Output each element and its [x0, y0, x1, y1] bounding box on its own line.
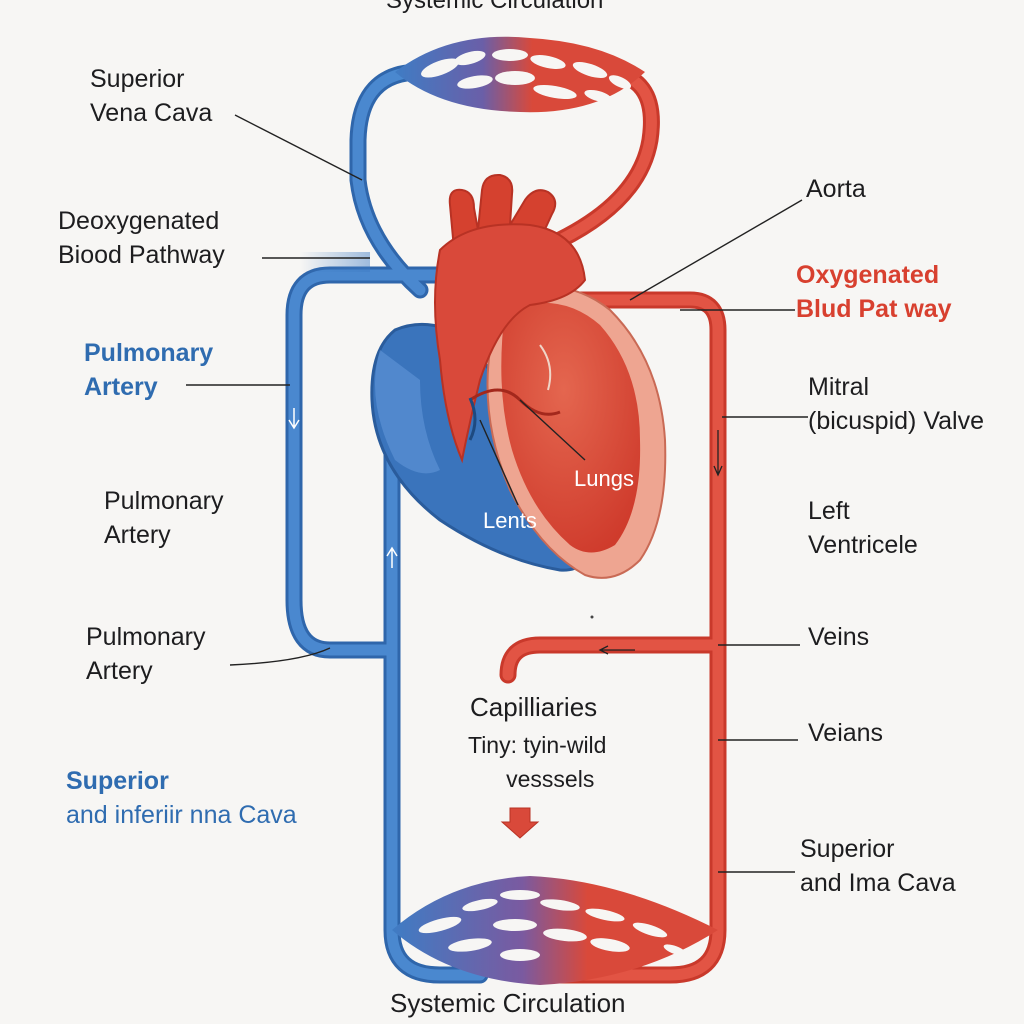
down-arrow-icon-right	[713, 430, 723, 477]
left-ventricle-chamber	[501, 302, 641, 553]
label-lungs: Lungs	[574, 466, 634, 491]
down-arrow-icon	[288, 408, 300, 430]
label-pulmonary-artery-3: Pulmonary Artery	[86, 623, 206, 685]
label-left-ventricle: Left Ventricele	[808, 497, 918, 559]
left-arrow-icon	[598, 645, 635, 655]
up-arrow-icon	[386, 546, 398, 568]
label-capillaries-title: Capilliaries	[470, 692, 598, 722]
label-superior-ima-cava: Superior and Ima Cava	[800, 835, 956, 897]
leader-lines	[186, 114, 808, 873]
label-superior-vena-cava: Superior Vena Cava	[90, 65, 213, 127]
flow-arrows	[288, 408, 398, 568]
heart	[370, 173, 667, 579]
label-lents: Lents	[483, 508, 537, 533]
diagram-title-bottom: Systemic Circulation	[390, 988, 626, 1018]
label-superior-inferior-cava: Superior and inferiir nna Cava	[66, 767, 297, 829]
label-deoxygenated-pathway: Deoxygenated Biood Pathway	[58, 207, 225, 269]
label-oxygenated-pathway: Oxygenated Blud Pat way	[796, 261, 952, 323]
bottom-capillary-bed	[392, 876, 718, 985]
diagram-title-top: Systemic Circulation	[386, 0, 604, 14]
label-pulmonary-artery-1: Pulmonary Artery	[84, 339, 214, 401]
label-pulmonary-artery-2: Pulmonary Artery	[104, 487, 224, 549]
label-mitral-valve: Mitral (bicuspid) Valve	[808, 373, 985, 435]
label-capillaries-subtitle: Tiny: tyin-wild vesssels	[468, 732, 607, 792]
label-aorta: Aorta	[806, 175, 866, 203]
down-block-arrow-icon	[500, 807, 540, 839]
label-veins: Veins	[808, 623, 870, 651]
top-capillary-bed	[395, 36, 645, 113]
label-veians: Veians	[808, 719, 884, 747]
